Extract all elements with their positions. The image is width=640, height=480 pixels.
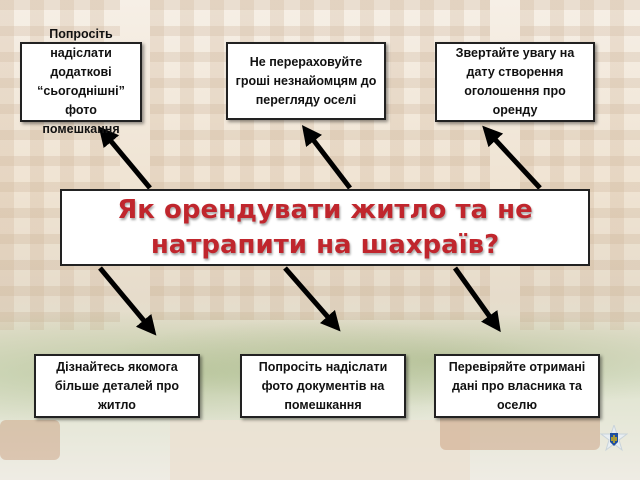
tip-box-top-3: Звертайте увагу на дату створення оголош… (435, 42, 595, 122)
arrow-down-2 (283, 266, 341, 332)
arrow-up-1 (98, 126, 152, 190)
arrow-up-2 (301, 125, 352, 190)
tip-box-bottom-2: Попросіть надіслати фото документів на п… (240, 354, 406, 418)
walkway (170, 420, 470, 480)
bench-left (0, 420, 60, 460)
arrow-up-3 (482, 125, 542, 190)
page-title: Як орендувати житло та не натрапити на ш… (60, 189, 590, 266)
tip-box-top-2: Не перераховуйте гроші незнайомцям до пе… (226, 42, 386, 120)
tip-box-bottom-3: Перевіряйте отримані дані про власника т… (434, 354, 600, 418)
arrow-down-1 (98, 266, 157, 336)
arrow-down-3 (452, 266, 501, 333)
tip-box-bottom-1: Дізнайтесь якомога більше деталей про жи… (34, 354, 200, 418)
tip-box-top-1: Попросіть надіслати додаткові “сьогодніш… (20, 27, 142, 136)
police-emblem-icon (600, 425, 628, 452)
